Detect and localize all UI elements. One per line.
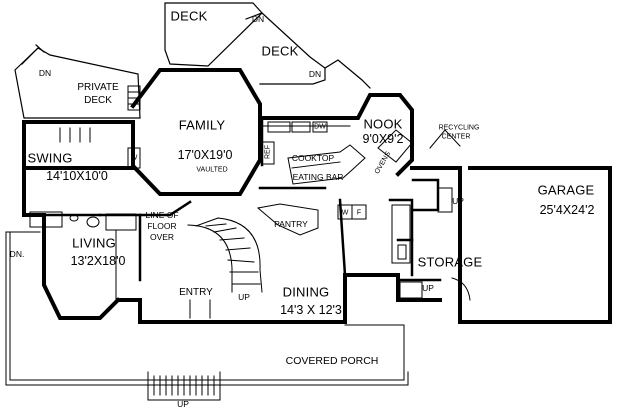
living-label: LIVING: [72, 235, 116, 251]
dn-private-label: DN: [38, 67, 52, 78]
washer-label: W: [341, 209, 349, 217]
garage-dims: 25'4X24'2: [539, 202, 595, 217]
swing-dims: 14'10X10'0: [46, 168, 108, 183]
up-entry-label: UP: [238, 291, 250, 302]
nook-label: NOOK: [363, 116, 403, 132]
eating-bar-label: EATING BAR: [292, 171, 344, 182]
deck-top-label: DECK: [170, 8, 208, 24]
dn-living-label: DN.: [9, 248, 25, 259]
family-label: FAMILY: [178, 117, 226, 133]
deck-right-label: DECK: [261, 43, 299, 59]
dining-dims: 14'3 X 12'3: [280, 302, 342, 317]
floor-over-line1: LINE OF: [145, 209, 179, 220]
covered-porch-label: COVERED PORCH: [285, 354, 379, 367]
fixtures: [5, 85, 471, 401]
up-storage-label: UP: [422, 282, 434, 293]
cooktop-label: COOKTOP: [291, 152, 335, 163]
private-deck-line1: PRIVATE: [77, 82, 119, 93]
floor-over-line3: OVER: [149, 231, 175, 242]
deck-outlines: [14, 2, 371, 119]
private-deck-line2: DECK: [84, 95, 112, 106]
entry-label: ENTRY: [179, 287, 213, 298]
up-porch-label: UP: [177, 398, 189, 409]
recycling-line1: RECYCLING: [438, 124, 480, 132]
garage-label: GARAGE: [537, 182, 595, 198]
floor-over-line2: FLOOR: [147, 220, 177, 231]
living-dims: 13'2X18'0: [70, 253, 126, 268]
storage-label: STORAGE: [417, 254, 483, 270]
nook-dims: 9'0X9'2: [362, 131, 404, 146]
dw-label: DW: [314, 123, 326, 131]
dryer-label: F: [356, 209, 362, 217]
swing-w-label: W: [130, 154, 138, 162]
family-note: VAULTED: [196, 166, 228, 174]
pantry-label: PANTRY: [274, 218, 308, 229]
recycling-line2: CENTER: [441, 133, 471, 141]
up-garage-label: UP: [452, 195, 464, 206]
ref-label: REF: [264, 145, 272, 159]
dining-label: DINING: [282, 284, 330, 300]
family-dims: 17'0X19'0: [177, 147, 233, 162]
dn-deck-label: DN: [251, 13, 265, 24]
dn-deck2-label: DN: [308, 68, 322, 79]
swing-label: SWING: [27, 150, 73, 166]
